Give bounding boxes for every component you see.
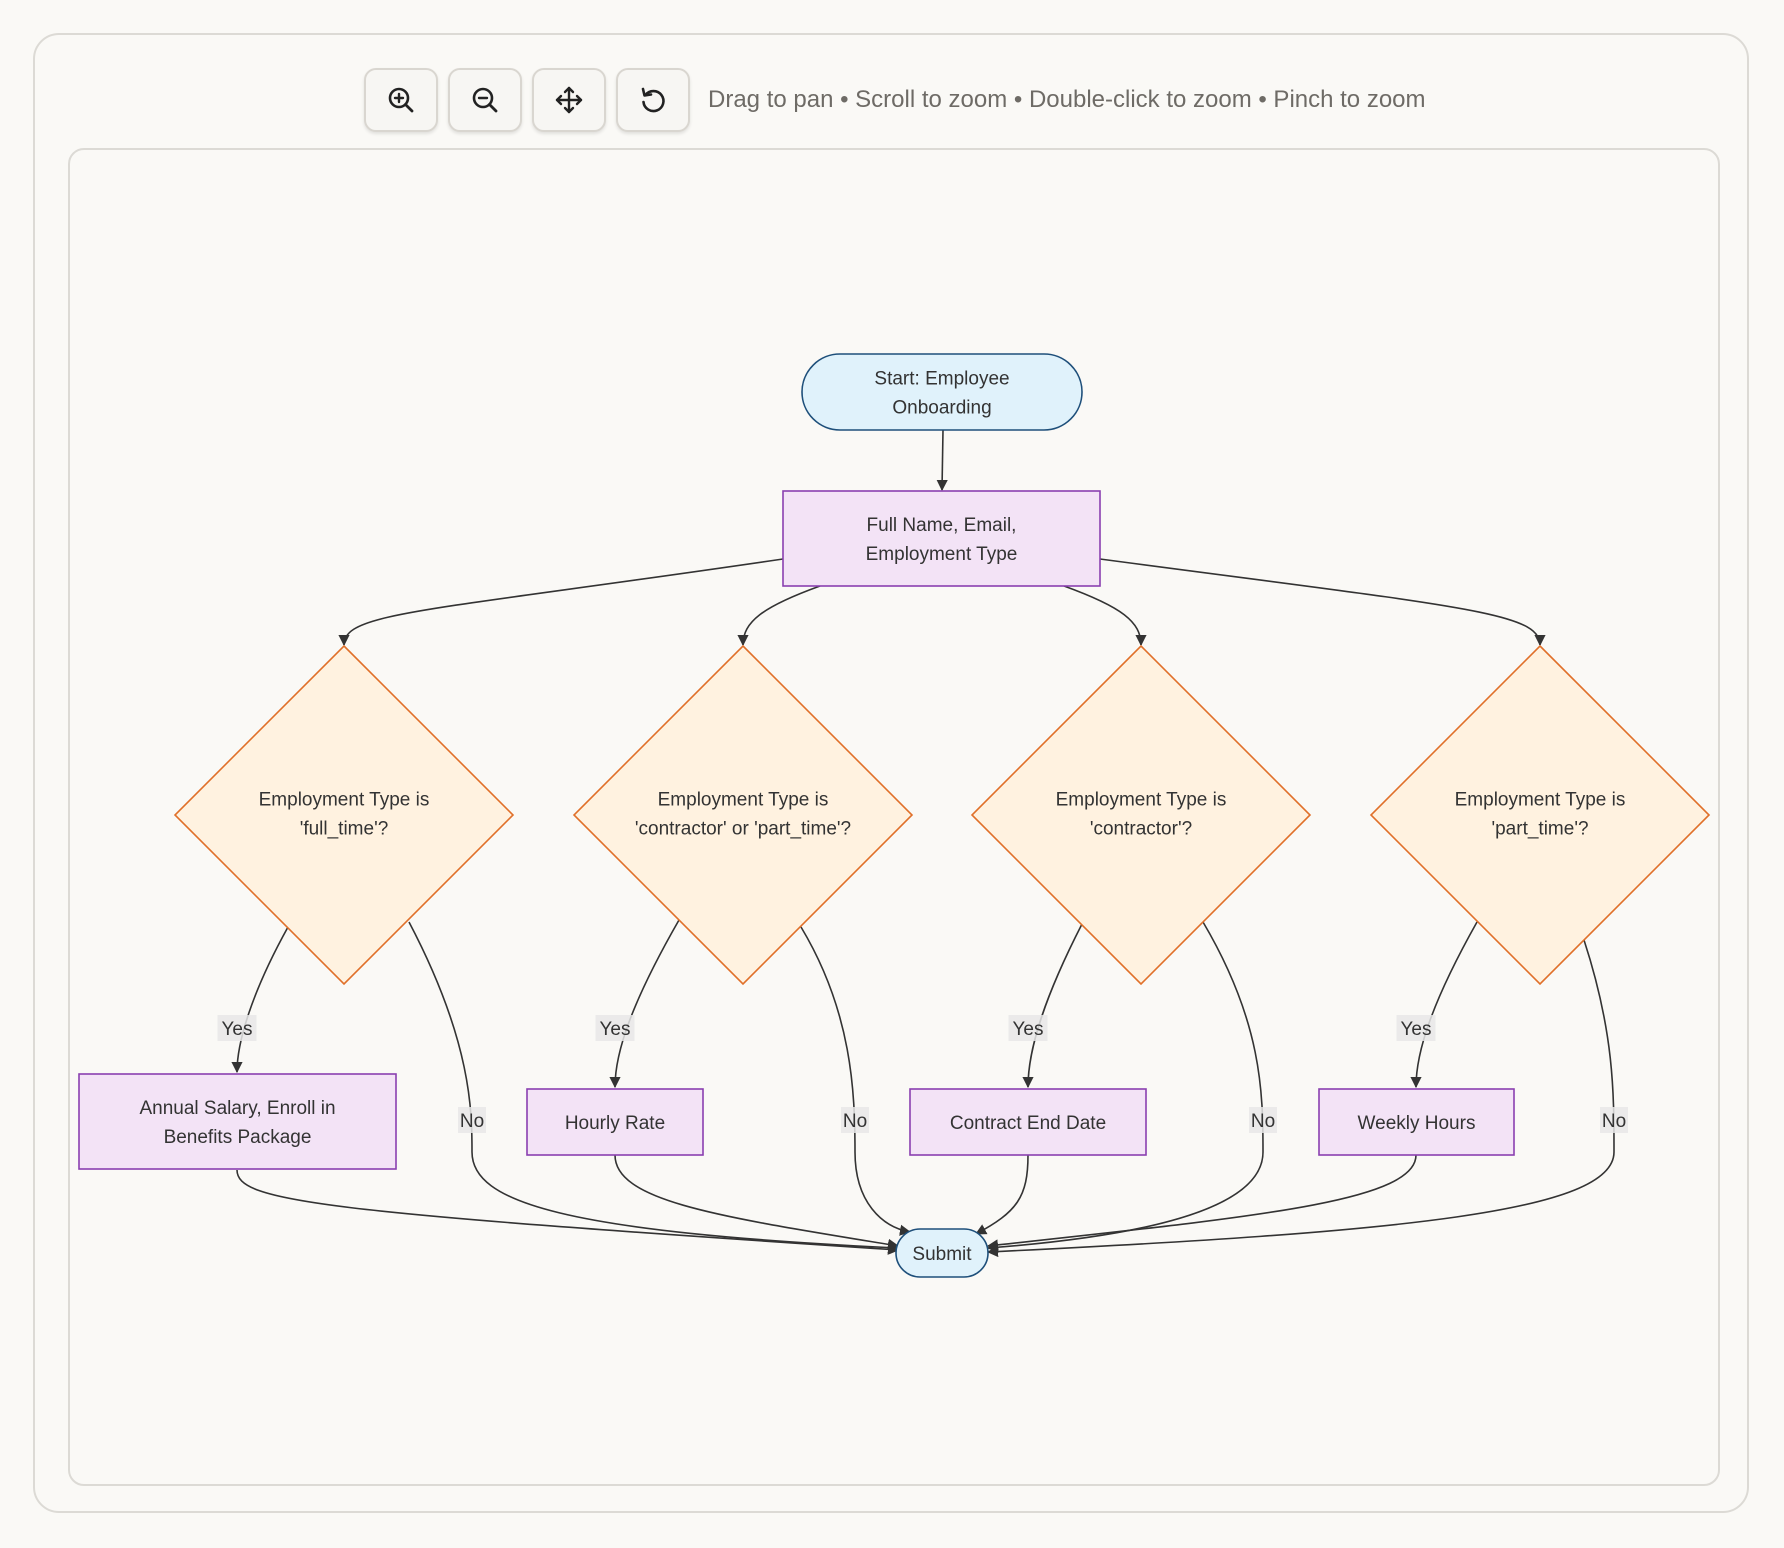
diagram-card: Drag to pan • Scroll to zoom • Double-cl…: [33, 33, 1749, 1513]
zoom-out-icon: [472, 87, 498, 113]
node-label: 'full_time'?: [300, 819, 389, 840]
edge-p3-submit: [975, 1154, 1029, 1235]
move-arrows-icon: [555, 86, 583, 114]
interaction-hint: Drag to pan • Scroll to zoom • Double-cl…: [708, 86, 1426, 113]
svg-text:No: No: [843, 1111, 867, 1132]
node-label: Employment Type is: [658, 790, 829, 811]
node-label: Annual Salary, Enroll in: [139, 1098, 335, 1119]
label-d2-no: No: [841, 1107, 869, 1133]
svg-text:Yes: Yes: [222, 1019, 253, 1040]
node-d2[interactable]: Employment Type is 'contractor' or 'part_…: [572, 644, 914, 986]
svg-text:No: No: [1251, 1111, 1275, 1132]
edge-d2-yes: [609, 919, 680, 1089]
label-d4-yes: Yes: [1396, 1015, 1436, 1041]
label-d1-yes: Yes: [217, 1015, 257, 1041]
node-d4[interactable]: Employment Type is 'part_time'?: [1369, 644, 1711, 986]
edge-d4-no: [986, 939, 1615, 1258]
svg-text:Yes: Yes: [600, 1019, 631, 1040]
svg-text:Yes: Yes: [1013, 1019, 1044, 1040]
edges: [231, 429, 1615, 1258]
edge-fields-d2: [737, 585, 821, 647]
edge-start-fields: [936, 429, 948, 492]
pan-button[interactable]: [532, 68, 606, 132]
node-label: 'contractor' or 'part_time'?: [635, 819, 851, 840]
label-d3-yes: Yes: [1008, 1015, 1048, 1041]
node-label: Full Name, Email,: [867, 515, 1017, 536]
zoom-in-icon: [388, 87, 414, 113]
node-p4[interactable]: Weekly Hours: [1318, 1088, 1515, 1156]
node-label: Employment Type: [866, 544, 1018, 565]
node-d1[interactable]: Employment Type is 'full_time'?: [173, 644, 515, 986]
node-d3[interactable]: Employment Type is 'contractor'?: [970, 644, 1312, 986]
node-label: Benefits Package: [164, 1127, 312, 1148]
svg-text:No: No: [460, 1111, 484, 1132]
node-p2[interactable]: Hourly Rate: [526, 1088, 704, 1156]
node-fields[interactable]: Full Name, Email, Employment Type: [782, 490, 1101, 587]
edge-d4-yes: [1410, 921, 1478, 1089]
node-label: Start: Employee: [874, 369, 1009, 390]
node-label: Submit: [912, 1244, 972, 1265]
label-d3-no: No: [1249, 1107, 1277, 1133]
node-submit[interactable]: Submit: [895, 1228, 989, 1278]
zoom-out-button[interactable]: [448, 68, 522, 132]
zoom-toolbar: Drag to pan • Scroll to zoom • Double-cl…: [364, 68, 1426, 132]
node-p3[interactable]: Contract End Date: [909, 1088, 1147, 1156]
zoom-in-button[interactable]: [364, 68, 438, 132]
edge-fields-d1: [338, 558, 784, 647]
node-label: Employment Type is: [1056, 790, 1227, 811]
edge-p2-submit: [614, 1154, 900, 1250]
label-d4-no: No: [1600, 1107, 1628, 1133]
node-label: Employment Type is: [259, 790, 430, 811]
node-label: 'contractor'?: [1090, 819, 1192, 840]
edge-fields-d3: [1063, 585, 1147, 647]
reset-rotate-icon: [641, 87, 665, 113]
label-d1-no: No: [458, 1107, 486, 1133]
edge-d1-yes: [231, 926, 289, 1074]
edge-fields-d4: [1099, 558, 1546, 647]
node-label: 'part_time'?: [1491, 819, 1588, 840]
node-p1[interactable]: Annual Salary, Enroll in Benefits Package: [78, 1073, 397, 1170]
svg-text:No: No: [1602, 1111, 1626, 1132]
edge-d3-no: [986, 921, 1264, 1253]
label-d2-yes: Yes: [595, 1015, 635, 1041]
node-label: Employment Type is: [1455, 790, 1626, 811]
node-label: Weekly Hours: [1358, 1113, 1476, 1134]
edge-d1-no: [408, 921, 900, 1254]
edge-d3-yes: [1022, 923, 1083, 1089]
reset-button[interactable]: [616, 68, 690, 132]
edge-p4-submit: [986, 1154, 1417, 1251]
node-label: Hourly Rate: [565, 1113, 665, 1134]
node-label: Contract End Date: [950, 1113, 1106, 1134]
svg-text:Yes: Yes: [1401, 1019, 1432, 1040]
edge-p1-submit: [236, 1169, 900, 1255]
edge-d2-no: [800, 926, 912, 1236]
node-label: Onboarding: [892, 398, 991, 419]
